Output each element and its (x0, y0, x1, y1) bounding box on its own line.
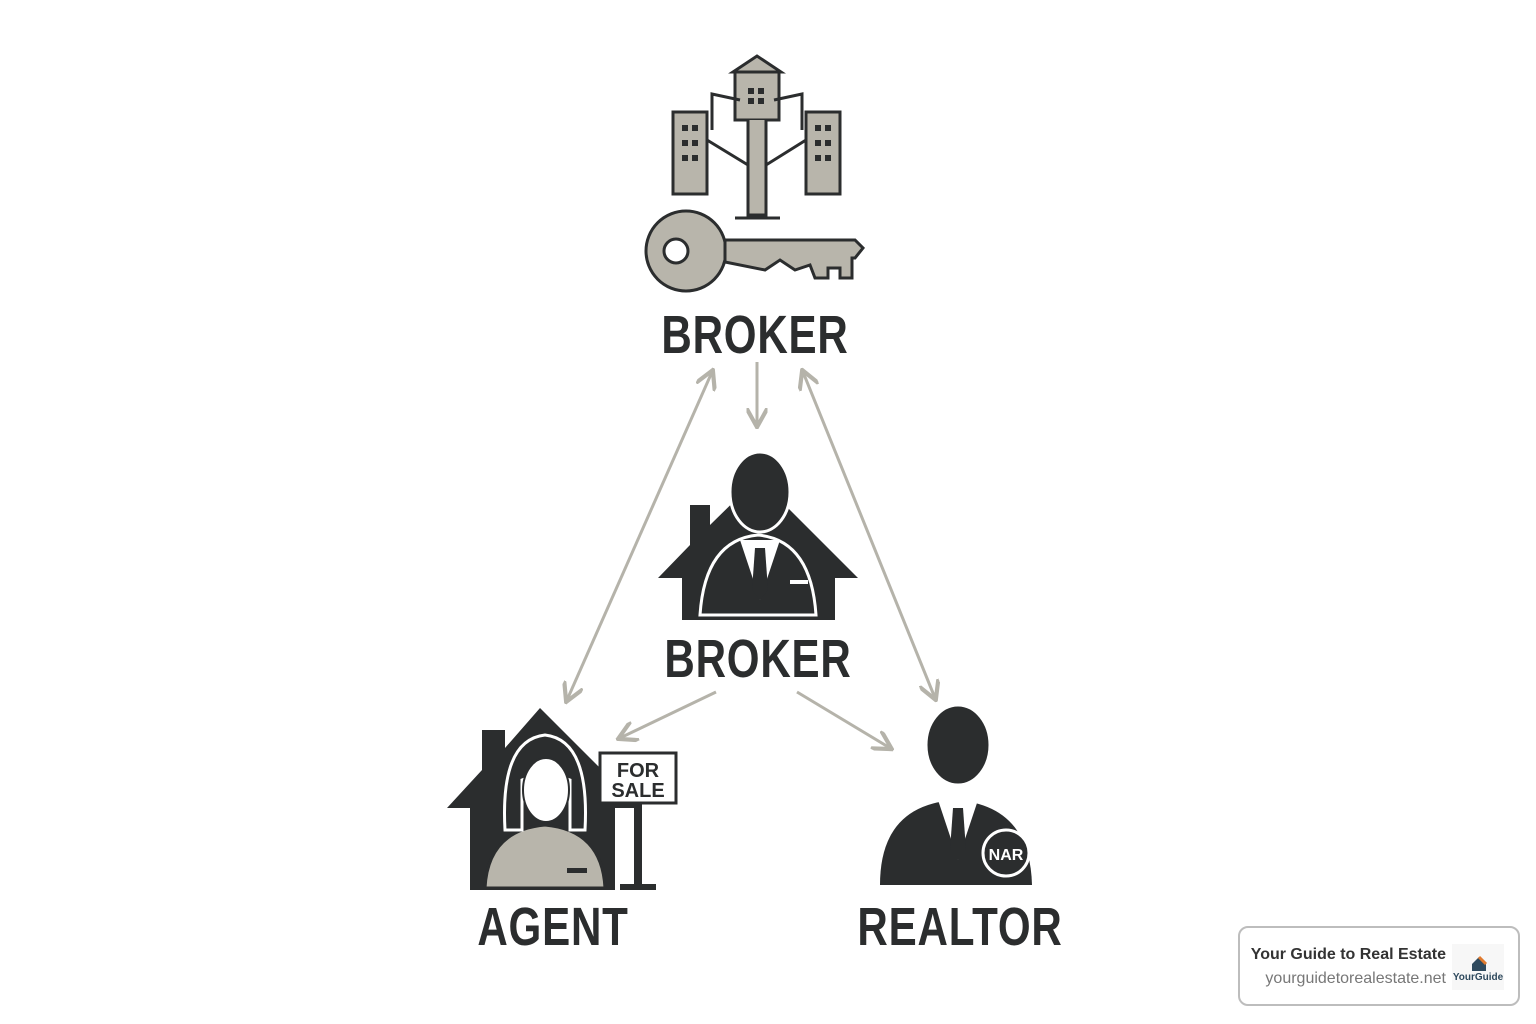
mid-broker-label: BROKER (664, 629, 852, 689)
svg-text:YourGuide: YourGuide (1453, 972, 1504, 983)
agent-house-for-sale-icon: FOR SALE (447, 708, 678, 890)
agent-label: AGENT (477, 897, 629, 957)
arrow-mid-to-agent (620, 690, 717, 738)
arrow-top-to-realtor (803, 372, 935, 698)
watermark-url: yourguidetorealestate.net (1265, 970, 1446, 987)
building-key-icon (644, 54, 866, 293)
arrow-mid-to-realtor (796, 690, 890, 748)
watermark-logo: YourGuide (1452, 944, 1504, 990)
broker-house-person-icon (658, 450, 858, 620)
for-sale-sign-line1: FOR (617, 760, 660, 782)
realtor-label: REALTOR (857, 897, 1063, 957)
realtor-person-nar-icon: NAR (880, 703, 1032, 885)
watermark-title: Your Guide to Real Estate (1250, 946, 1446, 963)
top-broker-label: BROKER (661, 305, 849, 365)
arrow-top-to-agent (567, 372, 712, 700)
watermark-badge[interactable]: Your Guide to Real Estate yourguidetorea… (1238, 926, 1520, 1006)
nar-badge-text: NAR (989, 847, 1024, 864)
for-sale-sign-line2: SALE (611, 780, 664, 802)
